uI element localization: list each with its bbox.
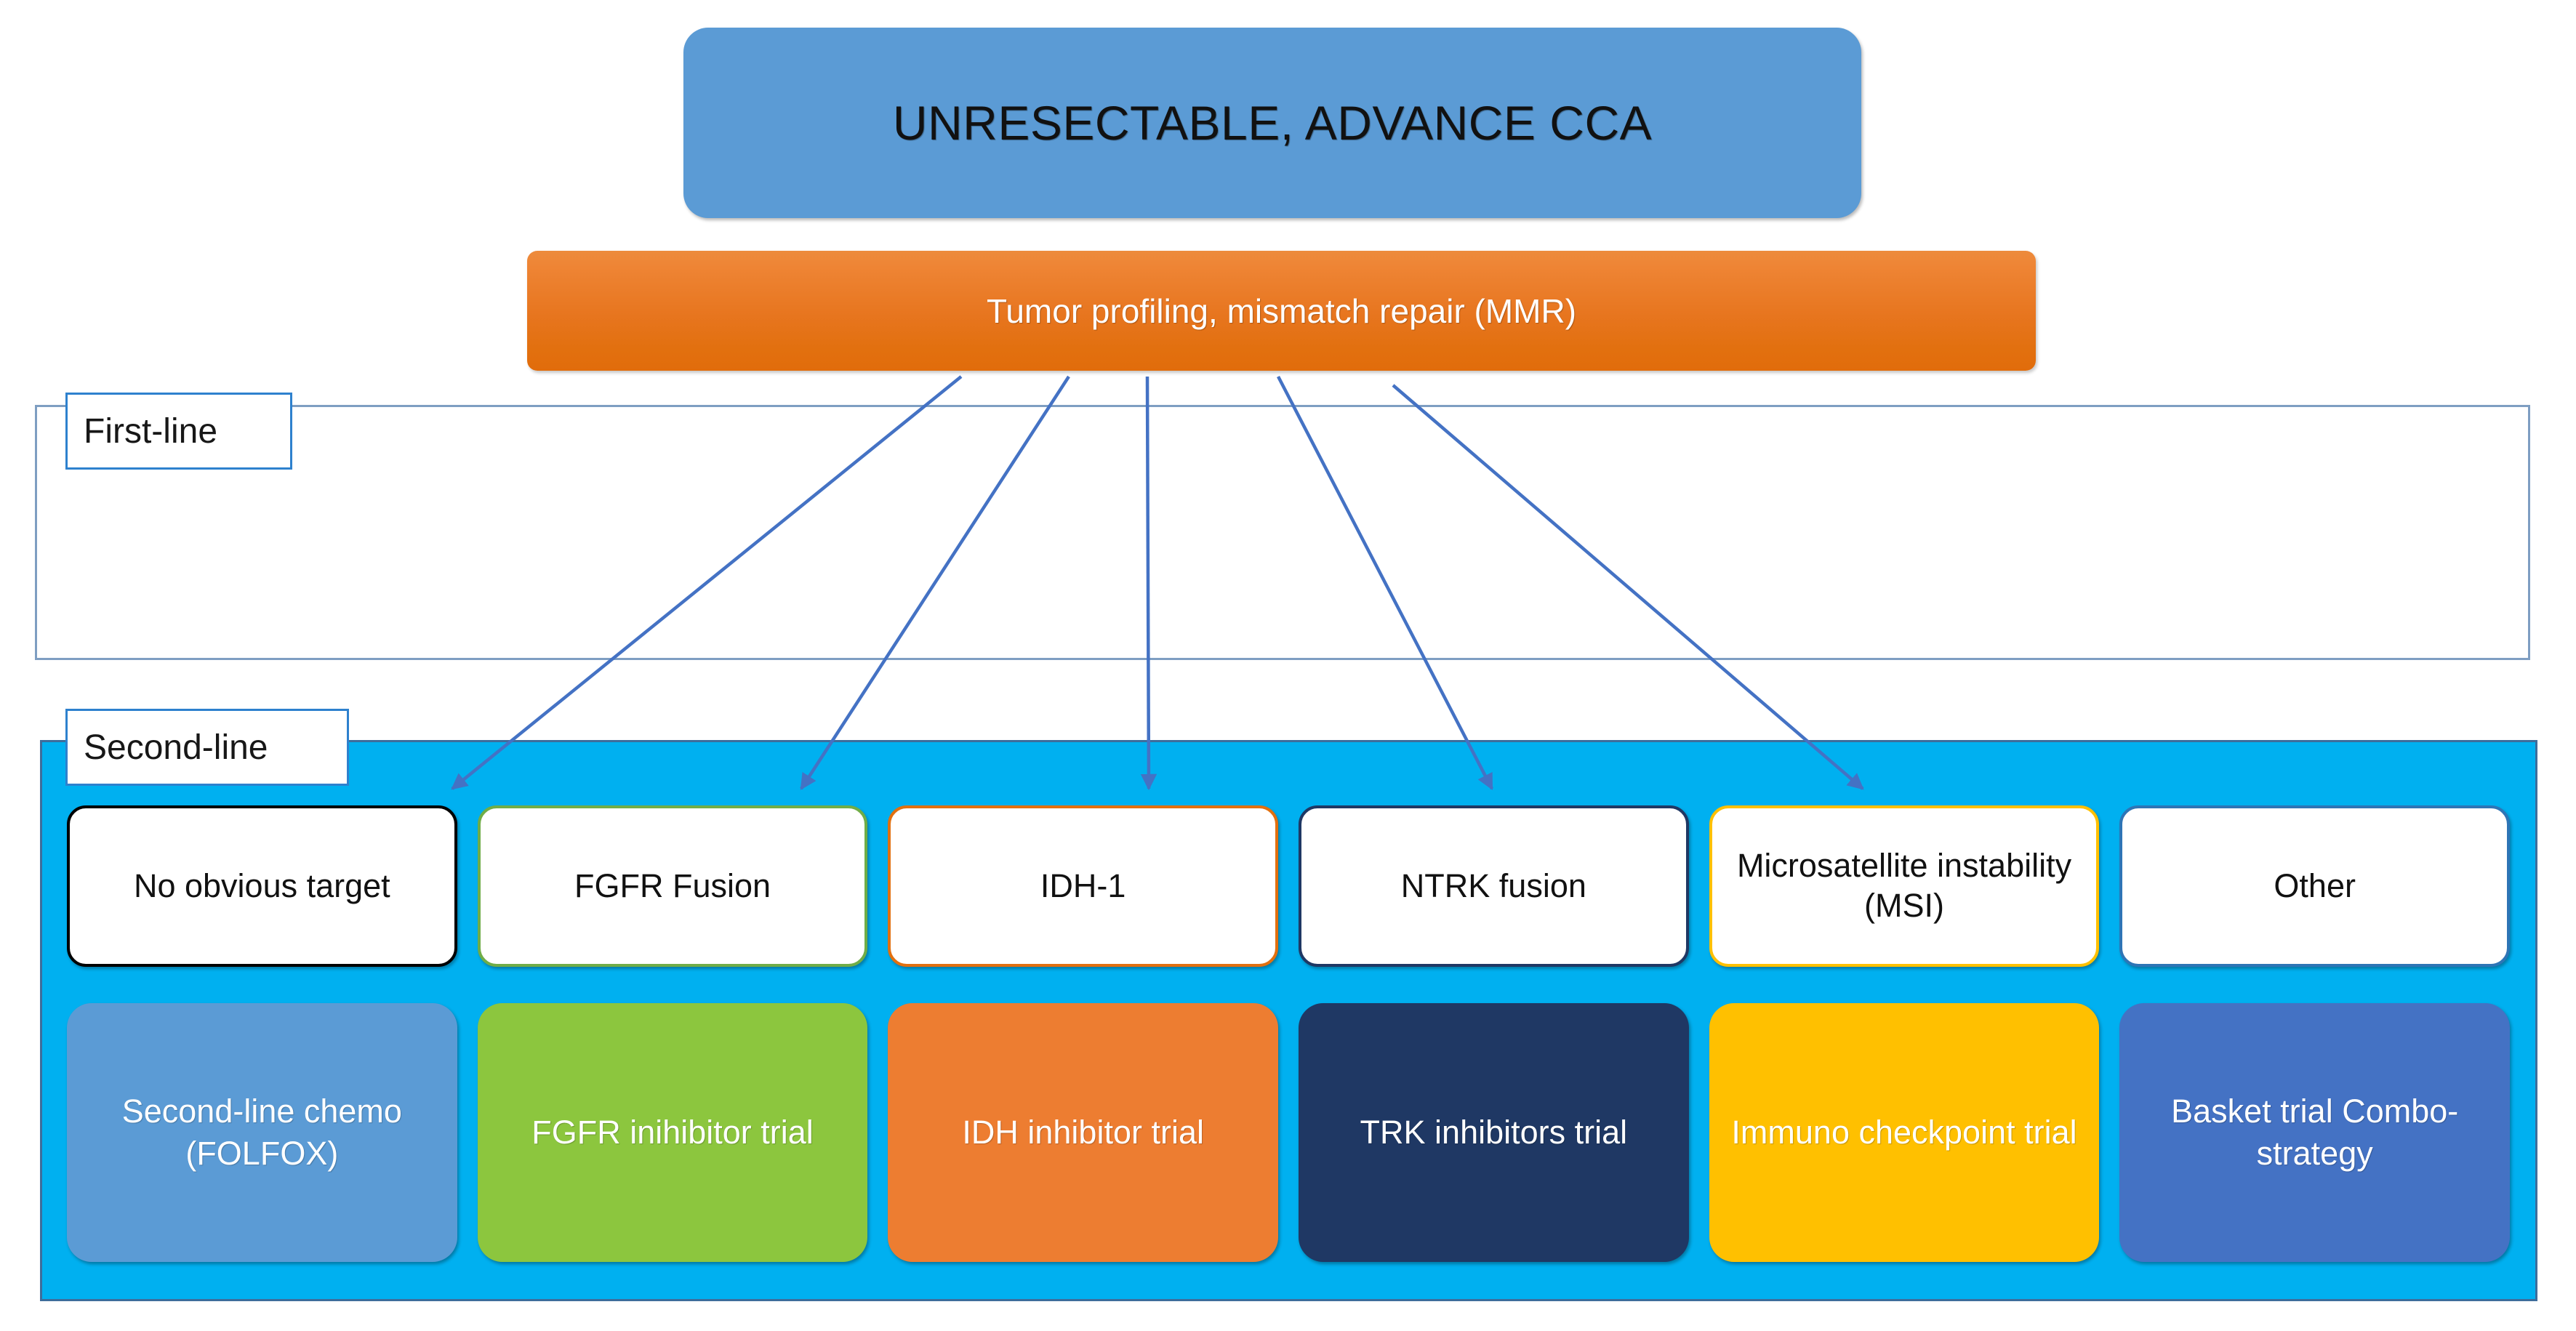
marker-row: No obvious target FGFR Fusion IDH-1 NTRK… — [67, 805, 2511, 967]
marker-box-microsatellite-instability[interactable]: Microsatellite instability (MSI) — [1709, 805, 2100, 967]
marker-box-fgfr-fusion[interactable]: FGFR Fusion — [477, 805, 868, 967]
treatment-label: Basket trial Combo-strategy — [2171, 1092, 2459, 1173]
marker-box-idh-1[interactable]: IDH-1 — [888, 805, 1279, 967]
treatment-label: Second-line chemo (FOLFOX) — [121, 1092, 402, 1173]
marker-box-other[interactable]: Other — [2119, 805, 2511, 967]
treatment-label: TRK inhibitors trial — [1360, 1113, 1628, 1151]
treatment-label: FGFR inihibitor trial — [531, 1113, 814, 1151]
marker-label: No obvious target — [133, 866, 390, 904]
treatment-box-idh-inhibitor-trial[interactable]: IDH inhibitor trial — [888, 1003, 1279, 1262]
treatment-box-fgfr-inhibitor-trial[interactable]: FGFR inihibitor trial — [477, 1003, 868, 1262]
marker-label: IDH-1 — [1040, 866, 1126, 904]
first-line-label-box: First-line — [65, 393, 292, 470]
tumor-profiling-box: Tumor profiling, mismatch repair (MMR) — [527, 251, 2036, 371]
title-label: UNRESECTABLE, ADVANCE CCA — [892, 96, 1653, 150]
first-line-container — [35, 405, 2530, 660]
marker-label: Other — [2274, 866, 2356, 904]
tumor-profiling-label: Tumor profiling, mismatch repair (MMR) — [986, 291, 1577, 330]
treatment-label: IDH inhibitor trial — [962, 1113, 1204, 1151]
treatment-row: Second-line chemo (FOLFOX) FGFR inihibit… — [67, 1003, 2511, 1262]
treatment-label: Immuno checkpoint trial — [1731, 1113, 2077, 1151]
second-line-label-box: Second-line — [65, 709, 349, 786]
marker-box-ntrk-fusion[interactable]: NTRK fusion — [1299, 805, 1689, 967]
first-line-label: First-line — [84, 411, 218, 451]
marker-label: Microsatellite instability (MSI) — [1736, 847, 2072, 924]
treatment-box-immuno-checkpoint-trial[interactable]: Immuno checkpoint trial — [1709, 1003, 2100, 1262]
second-line-label: Second-line — [84, 728, 268, 767]
treatment-box-second-line-chemo[interactable]: Second-line chemo (FOLFOX) — [67, 1003, 457, 1262]
unresectable-advanced-cca-box: UNRESECTABLE, ADVANCE CCA — [683, 28, 1861, 218]
marker-box-no-obvious-target[interactable]: No obvious target — [67, 805, 457, 967]
treatment-box-basket-trial-combo-strategy[interactable]: Basket trial Combo-strategy — [2119, 1003, 2511, 1262]
marker-label: NTRK fusion — [1400, 866, 1586, 904]
treatment-box-trk-inhibitors-trial[interactable]: TRK inhibitors trial — [1299, 1003, 1689, 1262]
marker-label: FGFR Fusion — [574, 866, 771, 904]
